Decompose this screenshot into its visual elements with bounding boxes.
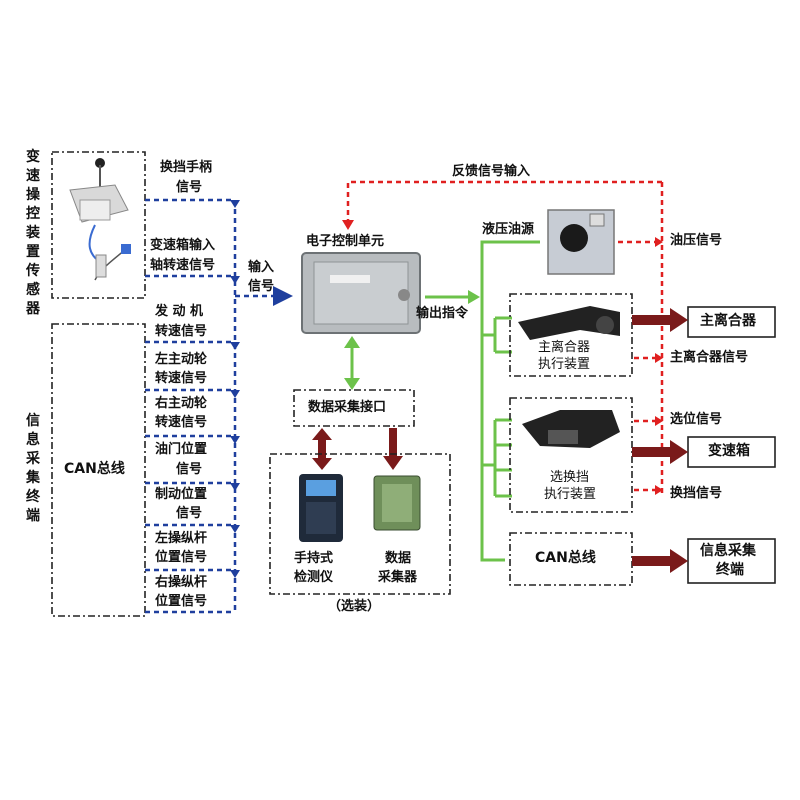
select-shift-actuator-label-1: 选换挡 (550, 470, 590, 485)
ecu-device-image (301, 252, 421, 334)
feedback-label: 反馈信号输入 (452, 164, 531, 179)
brake-label-1: 制动位置 (155, 487, 208, 502)
gearbox-input-signal-label-2: 轴转速信号 (150, 258, 216, 273)
shift-sensor-device-image (69, 158, 131, 281)
main-clutch-actuator-box (509, 293, 633, 377)
main-clutch-label: 主离合器 (700, 313, 756, 329)
throttle-label-1: 油门位置 (155, 442, 208, 457)
right-wheel-label-1: 右主动轮 (155, 396, 208, 411)
oil-pressure-signal-label: 油压信号 (670, 233, 723, 248)
shift-signal-label: 换挡信号 (670, 486, 723, 501)
sensor-vertical-label: 变速操控装置传感器 (26, 149, 40, 317)
gearbox-label: 变速箱 (708, 443, 750, 459)
gearbox-input-signal-label-1: 变速箱输入 (150, 238, 216, 253)
optional-devices-box (269, 453, 451, 595)
data-interface-label: 数据采集接口 (308, 400, 387, 415)
ecu-label: 电子控制单元 (306, 234, 385, 249)
input-signal-label-2: 信号 (248, 279, 275, 294)
handheld-tester-image (299, 474, 343, 542)
info-terminal-box (687, 538, 776, 584)
select-signal-label: 选位信号 (670, 412, 723, 427)
engine-speed-label-1: 发 动 机 (155, 304, 204, 319)
can-bus-right-label: CAN总线 (535, 550, 596, 566)
left-stick-label-2: 位置信号 (155, 550, 208, 565)
sensor-box (51, 151, 146, 299)
left-wheel-label-1: 左主动轮 (155, 352, 208, 367)
engine-speed-label-2: 转速信号 (155, 324, 208, 339)
main-clutch-actuator-image (518, 306, 620, 340)
info-terminal-vertical-label: 信息采集终端 (26, 413, 40, 524)
main-clutch-actuator-label-1: 主离合器 (538, 340, 591, 355)
can-bus-box-left (51, 323, 146, 617)
can-bus-left-label: CAN总线 (64, 461, 125, 477)
gearbox-box (687, 436, 776, 468)
info-terminal-label-2: 终端 (716, 562, 744, 578)
right-stick-label-1: 右操纵杆 (155, 575, 208, 590)
hydraulic-source-label: 液压油源 (482, 222, 535, 237)
throttle-label-2: 信号 (176, 462, 203, 477)
shift-handle-signal-label-1: 换挡手柄 (160, 160, 213, 175)
main-clutch-signal-label: 主离合器信号 (670, 350, 749, 365)
data-collector-label-2: 采集器 (378, 570, 418, 585)
right-stick-label-2: 位置信号 (155, 594, 208, 609)
main-clutch-actuator-label-2: 执行装置 (538, 357, 591, 372)
brake-label-2: 信号 (176, 506, 203, 521)
select-shift-actuator-box (509, 397, 633, 513)
left-wheel-label-2: 转速信号 (155, 371, 208, 386)
right-wheel-label-2: 转速信号 (155, 415, 208, 430)
handheld-tester-label-2: 检测仪 (294, 570, 334, 585)
info-terminal-label-1: 信息采集 (700, 543, 756, 559)
hydraulic-source-image (547, 209, 615, 275)
data-collector-image (373, 475, 421, 531)
data-collector-label-1: 数据 (385, 551, 412, 566)
main-clutch-box (687, 306, 776, 338)
handheld-tester-label-1: 手持式 (294, 551, 334, 566)
data-interface-box (293, 389, 415, 427)
select-shift-actuator-label-2: 执行装置 (544, 487, 597, 502)
can-bus-box-right (509, 532, 633, 586)
select-shift-actuator-image (522, 410, 620, 448)
input-signal-label-1: 输入 (248, 260, 275, 275)
shift-handle-signal-label-2: 信号 (176, 180, 203, 195)
optional-label: （选装） (328, 599, 381, 614)
left-stick-label-1: 左操纵杆 (155, 531, 208, 546)
output-command-label: 输出指令 (416, 306, 469, 321)
